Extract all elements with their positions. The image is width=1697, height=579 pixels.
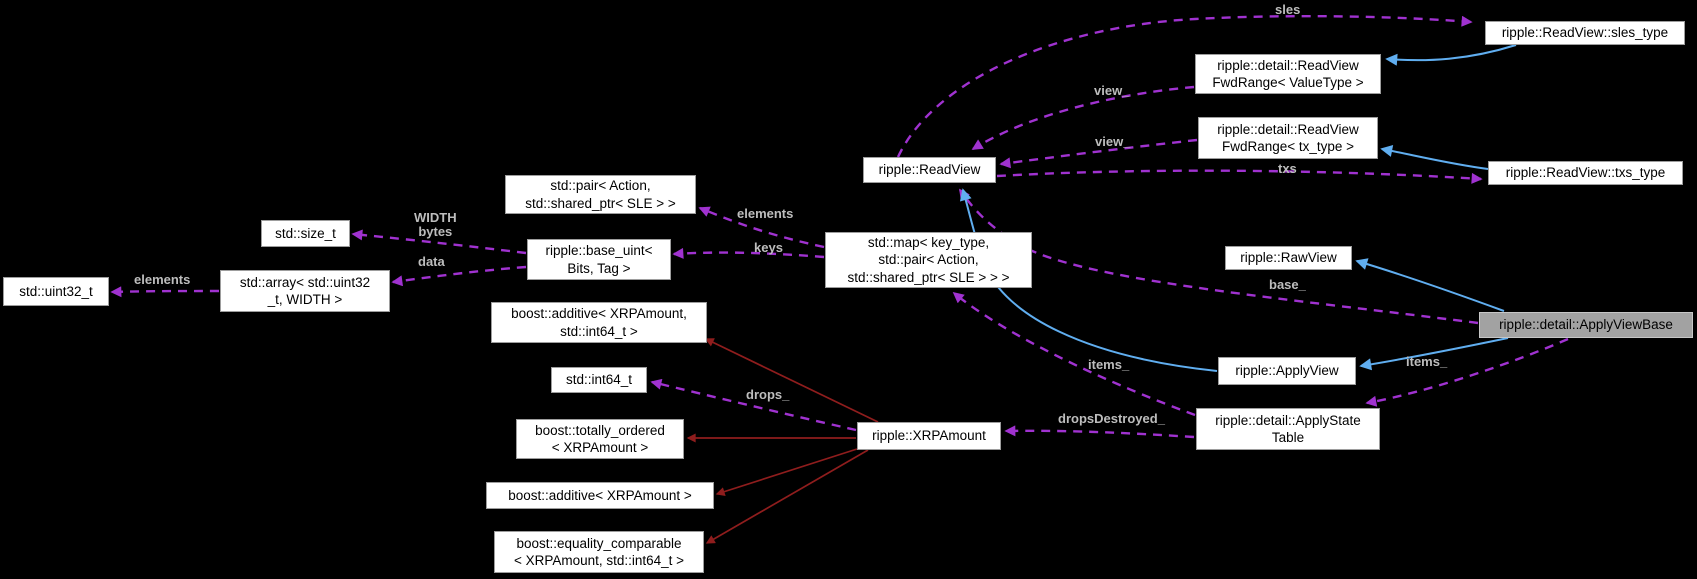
edge-usage-sles bbox=[896, 14, 1473, 158]
edge-usage-txs bbox=[996, 169, 1483, 184]
node-std-map[interactable]: std::map< key_type, std::pair< Action, s… bbox=[825, 232, 1032, 288]
node-applyviewbase: ripple::detail::ApplyViewBase bbox=[1479, 312, 1693, 338]
edge-label-view-bottom: view_ bbox=[1095, 134, 1131, 149]
edge-usage-elements-uint32 bbox=[110, 286, 220, 298]
edge-label-elements-array: elements bbox=[134, 272, 191, 287]
edge-usage-data bbox=[391, 265, 527, 287]
edge-label-keys: keys bbox=[754, 240, 783, 255]
edge-label-width-bytes: WIDTH bytes bbox=[414, 210, 457, 239]
edge-label-base: base_ bbox=[1269, 277, 1306, 292]
edge-usage-items-applystatetable bbox=[1365, 337, 1569, 407]
edge-inherit-txstype-fwdrange bbox=[1380, 145, 1489, 170]
node-applyview[interactable]: ripple::ApplyView bbox=[1218, 357, 1356, 385]
edge-label-dropsdestroyed: dropsDestroyed_ bbox=[1058, 411, 1165, 426]
edge-inherit-applyviewbase-rawview bbox=[1355, 258, 1505, 312]
node-std-pair[interactable]: std::pair< Action, std::shared_ptr< SLE … bbox=[505, 175, 696, 214]
edge-label-elements-map: elements bbox=[737, 206, 794, 221]
edge-label-view-top: view_ bbox=[1094, 83, 1130, 98]
edge-label-items-right: items_ bbox=[1406, 354, 1448, 369]
node-boost-additive[interactable]: boost::additive< XRPAmount > bbox=[486, 482, 714, 509]
edge-inherit-slestype-fwdrange bbox=[1385, 44, 1517, 66]
edge-label-drops: drops_ bbox=[746, 387, 790, 402]
edge-private-inherit-equality-comparable bbox=[705, 449, 869, 544]
edge-private-inherit-additive bbox=[715, 448, 858, 496]
node-std-size-t[interactable]: std::size_t bbox=[261, 220, 350, 247]
edge-label-data: data bbox=[418, 254, 445, 269]
edge-usage-width-bytes bbox=[351, 229, 527, 255]
edge-usage-elements-pair bbox=[698, 206, 825, 249]
node-xrpamount[interactable]: ripple::XRPAmount bbox=[857, 422, 1001, 450]
edge-usage-base bbox=[959, 188, 1479, 325]
edge-usage-view-txtype bbox=[999, 138, 1198, 169]
node-applystatetable[interactable]: ripple::detail::ApplyState Table bbox=[1196, 408, 1380, 450]
node-readview-sles-type[interactable]: ripple::ReadView::sles_type bbox=[1485, 21, 1685, 45]
edge-usage-dropsdestroyed bbox=[1004, 425, 1195, 439]
edge-label-txs: txs bbox=[1278, 161, 1297, 176]
edge-inherit-applyview-readview bbox=[959, 188, 1218, 372]
edge-inherit-applyviewbase-applyview bbox=[1359, 337, 1509, 371]
node-std-int64-t[interactable]: std::int64_t bbox=[551, 367, 647, 393]
node-readview-fwdrange-tx-type[interactable]: ripple::detail::ReadView FwdRange< tx_ty… bbox=[1198, 117, 1378, 159]
node-readview-txs-type[interactable]: ripple::ReadView::txs_type bbox=[1488, 161, 1683, 185]
edge-usage-items-map bbox=[952, 291, 1196, 417]
edge-label-items-left: items_ bbox=[1088, 357, 1130, 372]
node-rawview[interactable]: ripple::RawView bbox=[1225, 246, 1352, 270]
node-boost-totally-ordered[interactable]: boost::totally_ordered < XRPAmount > bbox=[516, 419, 684, 459]
node-boost-additive-mixed[interactable]: boost::additive< XRPAmount, std::int64_t… bbox=[491, 302, 707, 343]
node-base-uint[interactable]: ripple::base_uint< Bits, Tag > bbox=[527, 239, 671, 280]
node-readview[interactable]: ripple::ReadView bbox=[863, 157, 996, 183]
node-std-array[interactable]: std::array< std::uint32 _t, WIDTH > bbox=[220, 270, 390, 312]
edge-usage-keys bbox=[672, 247, 825, 259]
node-readview-fwdrange-valuetype[interactable]: ripple::detail::ReadView FwdRange< Value… bbox=[1195, 54, 1381, 94]
edge-label-sles: sles bbox=[1275, 2, 1301, 17]
edge-usage-view-valuetype bbox=[971, 85, 1195, 151]
node-boost-equality-comparable[interactable]: boost::equality_comparable < XRPAmount, … bbox=[494, 531, 704, 573]
edge-private-inherit-additive-mixed bbox=[704, 338, 879, 423]
node-std-uint32-t[interactable]: std::uint32_t bbox=[3, 277, 109, 306]
